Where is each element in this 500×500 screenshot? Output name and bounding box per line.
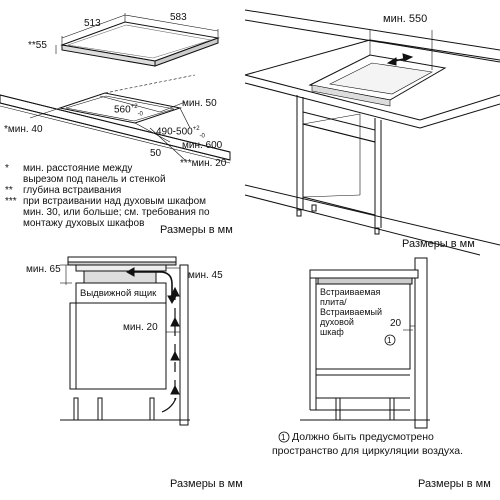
- note-3-cont: мин. 30, или больше; см. требования по: [23, 207, 210, 218]
- hob-top-view: [55, 13, 220, 67]
- circle-mark-footnote: 1: [281, 433, 286, 442]
- note-1: *мин. расстояние между: [5, 163, 133, 174]
- oven-label: Встраиваемая плита/ Встраиваемый духовой…: [320, 287, 383, 337]
- drawer-label: Выдвижной ящик: [80, 288, 157, 299]
- dim-560-value: 560: [114, 104, 131, 116]
- note-3-cont2: монтажу духовых шкафов: [23, 218, 145, 229]
- dim-min-40: *мин. 40: [4, 124, 43, 135]
- units-top-left: Размеры в мм: [160, 224, 233, 236]
- dim-583: 583: [170, 12, 187, 23]
- dim-min-45: мин. 45: [188, 270, 223, 281]
- circle-mark-oven: 1: [387, 336, 392, 345]
- dim-560: 560+2-0: [114, 102, 143, 120]
- footnote-line-2: пространство для циркуляции воздуха.: [272, 445, 463, 457]
- dim-55: **55: [28, 40, 47, 51]
- oven-section: [278, 257, 430, 443]
- dim-min-20-bottom: мин. 20: [123, 322, 158, 333]
- units-bottom-left: Размеры в мм: [170, 478, 243, 490]
- note-3: ***при встраивании над духовым шкафом: [5, 196, 207, 207]
- dim-560-tol-minus: -0: [137, 111, 143, 118]
- dim-min-50-top: мин. 50: [182, 98, 217, 109]
- note-1-cont: вырезом под панель и стенкой: [23, 174, 166, 185]
- dim-490-500: 490-500+2-0: [156, 124, 205, 142]
- drawer-section: [60, 256, 190, 426]
- dim-490-value: 490-500: [156, 126, 193, 138]
- dim-min-550: мин. 550: [383, 13, 428, 25]
- units-top-right: Размеры в мм: [402, 238, 475, 250]
- dim-50: 50: [150, 148, 162, 159]
- countertop: [0, 74, 231, 164]
- units-bottom-right: Размеры в мм: [418, 478, 491, 490]
- footnote-line-1: Должно быть предусмотрено: [292, 431, 434, 443]
- dim-490-tol-minus: -0: [199, 133, 205, 140]
- dim-20: 20: [390, 318, 402, 329]
- dim-513: 513: [84, 18, 101, 29]
- cabinet-isometric: [244, 9, 500, 256]
- note-2: **глубина встраивания: [5, 185, 122, 196]
- dim-490-tol-plus: +2: [192, 126, 200, 132]
- dim-min-600: мин. 600: [182, 140, 223, 151]
- dim-560-tol-plus: +2: [130, 104, 138, 110]
- dim-min-20-top: ***мин. 20: [180, 158, 227, 169]
- dim-min-65: мин. 65: [26, 264, 61, 275]
